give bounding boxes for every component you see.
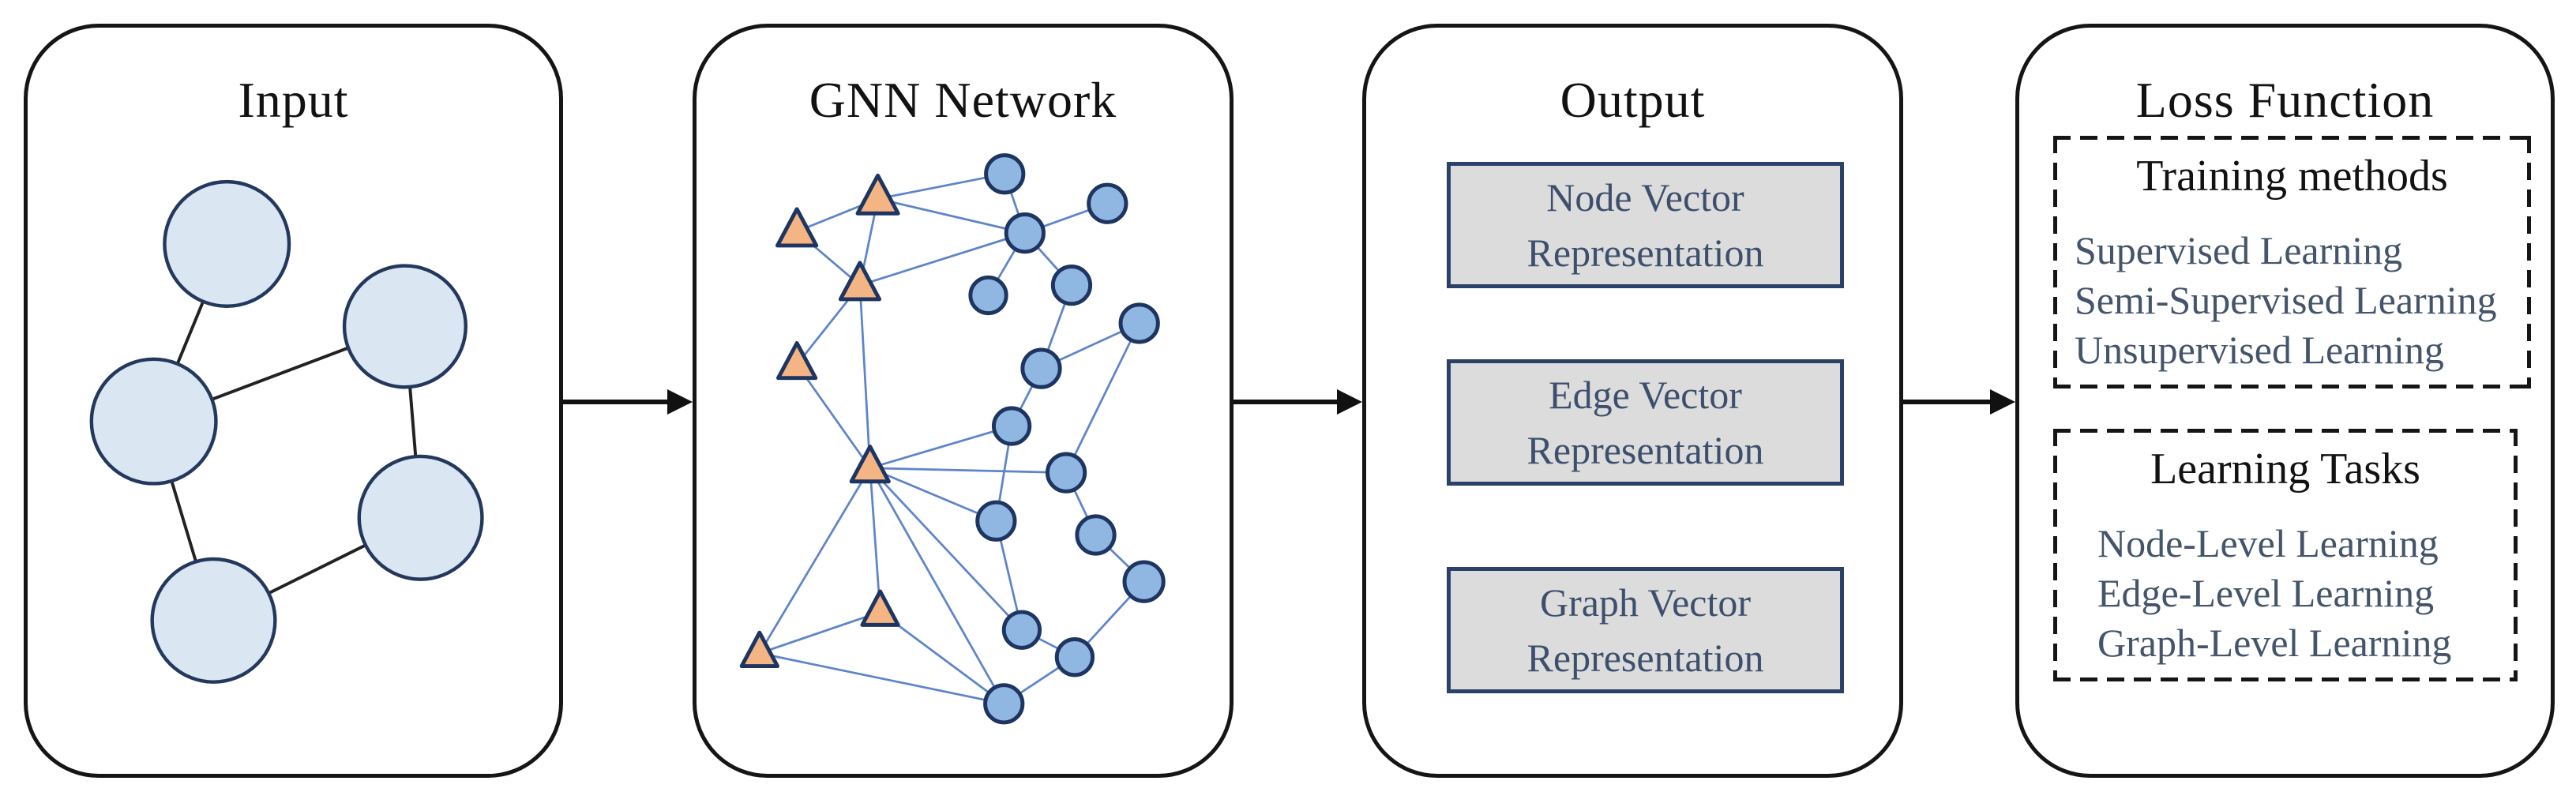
panel-input: Input <box>24 24 563 778</box>
circle-node-icon <box>984 153 1026 195</box>
list-item: Semi-Supervised Learning <box>2075 278 2497 322</box>
triangle-node-icon <box>849 445 891 484</box>
circle-node-icon <box>991 406 1032 446</box>
arrow-head-icon <box>1990 389 2015 415</box>
circle-node-icon <box>342 264 468 389</box>
circle-node-icon <box>1087 182 1128 224</box>
vec-box-line: Representation <box>1526 231 1764 275</box>
graph-edge <box>877 197 1026 235</box>
graph-edge <box>858 285 872 468</box>
arrow-shaft <box>1234 400 1339 404</box>
circle-node-icon <box>163 179 291 308</box>
gnn-graph-svg <box>739 153 1166 725</box>
dashed-border <box>2053 136 2057 388</box>
triangle-node-icon <box>860 589 900 627</box>
circle-node-icon <box>89 357 218 486</box>
arrow-head-icon <box>1337 389 1362 415</box>
dashed-border <box>2053 678 2518 681</box>
flow-arrow-input-to-gnn <box>563 389 693 415</box>
graph-vector-representation-box: Graph Vector Representation <box>1447 567 1844 693</box>
dashed-border <box>2053 429 2057 681</box>
dashed-border <box>2053 385 2531 388</box>
circle-node-icon <box>1050 265 1093 306</box>
circle-node-icon <box>1020 347 1062 389</box>
panel-output: Output Node Vector Representation Edge V… <box>1362 24 1903 778</box>
dashed-border <box>2527 136 2531 388</box>
panel-loss-title: Loss Function <box>2135 72 2435 128</box>
arrow-shaft <box>563 400 669 404</box>
graph-edge <box>759 651 1004 705</box>
vec-box-line: Node Vector <box>1546 175 1744 220</box>
panel-loss-function: Loss Function Training methods Supervise… <box>2015 24 2555 778</box>
circle-node-icon <box>1054 637 1095 678</box>
graph-edge <box>795 363 871 469</box>
vec-box-line: Representation <box>1526 636 1764 680</box>
training-methods-group: Training methods Supervised Learning Sem… <box>2053 136 2531 388</box>
circle-node-icon <box>357 454 484 581</box>
graph-edge <box>877 172 1005 201</box>
graph-edge <box>869 467 1005 704</box>
list-item: Unsupervised Learning <box>2075 328 2444 372</box>
graph-edge <box>759 610 881 655</box>
circle-node-icon <box>983 683 1025 725</box>
graph-edge <box>869 467 1067 475</box>
circle-node-icon <box>1122 560 1166 603</box>
graph-edge <box>859 231 1026 287</box>
flow-arrow-gnn-to-output <box>1234 389 1362 415</box>
panel-gnn-title: GNN Network <box>809 72 1117 128</box>
vec-box-line: Edge Vector <box>1549 373 1742 417</box>
circle-node-icon <box>150 557 277 684</box>
learning-tasks-list: Node-Level Learning Edge-Level Learning … <box>2053 519 2518 668</box>
circle-node-icon <box>1075 514 1117 556</box>
learning-tasks-title: Learning Tasks <box>2150 445 2420 494</box>
list-item: Edge-Level Learning <box>2097 571 2435 615</box>
circle-node-icon <box>1045 452 1087 494</box>
graph-edge <box>869 425 1012 470</box>
graph-edge <box>1065 322 1140 474</box>
node-vector-representation-box: Node Vector Representation <box>1447 162 1844 288</box>
vec-box-line: Graph Vector <box>1539 580 1752 625</box>
edge-vector-representation-box: Edge Vector Representation <box>1447 359 1844 486</box>
panel-output-title: Output <box>1560 72 1706 128</box>
graph-edge <box>869 467 1023 631</box>
triangle-node-icon <box>739 630 779 669</box>
graph-edge <box>869 467 997 523</box>
list-item: Node-Level Learning <box>2097 521 2439 565</box>
input-graph-svg <box>89 179 484 684</box>
arrow-shaft <box>1903 400 1992 404</box>
list-item: Supervised Learning <box>2075 228 2403 272</box>
circle-node-icon <box>975 500 1017 542</box>
training-methods-title: Training methods <box>2136 152 2448 201</box>
circle-node-icon <box>968 275 1008 316</box>
circle-node-icon <box>1118 302 1160 344</box>
dashed-border <box>2514 429 2518 681</box>
triangle-node-icon <box>855 173 900 216</box>
vec-box-line: Representation <box>1526 428 1764 472</box>
flow-arrow-output-to-loss <box>1903 389 2015 415</box>
panel-input-title: Input <box>238 72 349 128</box>
triangle-node-icon <box>775 207 819 248</box>
triangle-node-icon <box>776 341 818 381</box>
triangle-node-icon <box>838 261 882 302</box>
panel-gnn-network: GNN Network <box>693 24 1234 778</box>
graph-edge <box>879 610 1005 705</box>
graph-edge <box>869 467 881 613</box>
circle-node-icon <box>1001 610 1042 650</box>
learning-tasks-group: Learning Tasks Node-Level Learning Edge-… <box>2053 429 2518 681</box>
dashed-border <box>2053 136 2531 140</box>
graph-edge <box>758 467 871 654</box>
arrow-head-icon <box>667 389 693 415</box>
circle-node-icon <box>1004 212 1046 254</box>
training-methods-list: Supervised Learning Semi-Supervised Lear… <box>2053 226 2531 375</box>
dashed-border <box>2053 429 2518 433</box>
list-item: Graph-Level Learning <box>2097 621 2452 665</box>
